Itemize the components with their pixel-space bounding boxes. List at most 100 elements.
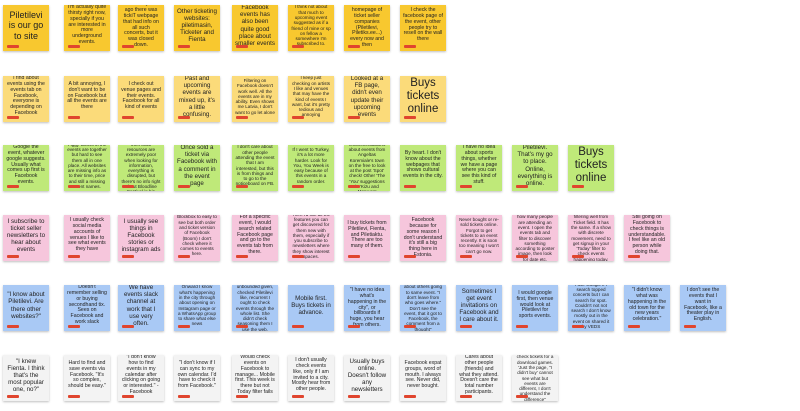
sticky-note[interactable]: Doesn't remember selling or buying secon… [64,285,110,331]
note-tag-icon [516,395,528,398]
sticky-note[interactable]: I don't care about other people attendin… [232,145,278,191]
sticky-note[interactable]: Facebook events has also been quite good… [232,5,278,51]
note-tag-icon [292,325,304,328]
note-tag-icon [68,116,80,119]
sticky-note[interactable]: I think not about that much to upcoming … [288,5,334,51]
sticky-note[interactable]: I usually check social media accounts of… [64,215,110,261]
note-tag-icon [348,45,360,48]
sticky-note-text: Buys tickets online [406,76,440,116]
sticky-note[interactable]: Sometimes I get event invitations on Fac… [456,285,502,331]
sticky-note[interactable]: I don't see the events that I want in Fa… [680,285,726,331]
note-tag-icon [122,185,134,188]
sticky-note[interactable]: Looked at a FB page, didn't even update … [344,76,390,122]
sticky-note[interactable]: I don't care about how many people are a… [512,215,558,261]
sticky-note[interactable]: We have events slack channel at work tha… [118,285,164,331]
sticky-note[interactable]: I check the facebook page of the event, … [400,5,446,51]
sticky-note-text: I don't follow filtering well from Ticke… [571,215,611,261]
sticky-note[interactable]: Mobile first. Buys tickets in advance. [288,285,334,331]
sticky-note[interactable]: Piletilevi. That's my go to place. Onlin… [512,145,558,191]
sticky-note[interactable]: If I went to Turkey, it's a lot more har… [288,145,334,191]
note-tag-icon [572,185,584,188]
sticky-note-text: Piletilevi is our go to site [8,9,44,41]
sticky-note[interactable]: Hard to find and save events via Faceboo… [64,355,110,401]
sticky-note[interactable]: Facebook expat groups, word of mouth. I … [400,355,446,401]
sticky-note[interactable]: I usually see things in Facebook stories… [118,215,164,261]
sticky-note[interactable]: For a specific event, I would search rel… [232,215,278,261]
sticky-note[interactable]: Buys tickets online [400,76,446,122]
sticky-note-text: "I know about Piletilevi. Are there othe… [7,291,45,320]
sticky-note[interactable]: By heart. I don't know about the webpage… [400,145,446,191]
sticky-note-text: Blockbox to easy to see but both order a… [177,215,217,257]
sticky-note[interactable]: "I knew Fienta. I think that's the most … [3,355,49,401]
sticky-note[interactable]: I don't follow filtering well from Ticke… [568,215,614,261]
sticky-note-text: Sometimes get recommendations about even… [348,145,386,191]
sticky-note[interactable]: Google the event, whatever google sugges… [3,145,49,191]
sticky-note[interactable]: Went to Google to check tickets for a do… [512,355,558,401]
sticky-note[interactable]: I use Google if I search topped concerts… [568,285,614,331]
note-tag-icon [236,395,248,398]
sticky-note-text: I think not about that much to upcoming … [291,5,331,47]
sticky-note[interactable]: I check out venue pages and their events… [118,76,164,122]
note-tag-icon [7,45,19,48]
sticky-note[interactable]: Piggy-tickets of the events are together… [64,145,110,191]
note-tag-icon [236,255,248,258]
note-tag-icon [68,45,80,48]
sticky-note[interactable]: Buys tickets online [568,145,614,191]
sticky-note-text: Other ticketing websites: piletimasin, T… [177,7,217,44]
sticky-note[interactable]: I buy tickets from Piletilevi, Fienta, a… [344,215,390,261]
note-tag-icon [7,255,19,258]
sticky-note[interactable]: "I don't know if I can sync to my own ca… [174,355,220,401]
sticky-note-text: Onward I know what's happening in the ci… [177,285,217,327]
sticky-note[interactable]: I check Facebook because for some reason… [400,215,446,261]
note-tag-icon [460,185,472,188]
sticky-note[interactable]: I find about events using the events tab… [3,76,49,122]
sticky-note[interactable]: Past and upcoming events are mixed up, i… [174,76,220,122]
sticky-note[interactable]: It's recommended to me GCOS tour, then l… [118,145,164,191]
sticky-note[interactable]: Filtering on Facebook doesn't work well.… [232,76,278,122]
sticky-note[interactable]: Never bought or re-sold tickets online. … [456,215,502,261]
note-tag-icon [236,45,248,48]
sticky-note-text: For a specific event, I would search rel… [237,215,273,256]
sticky-note-text: It's recommended to me GCOS tour, then l… [121,145,161,191]
sticky-note[interactable]: "I didn't know what was happening in the… [624,285,670,331]
sticky-note[interactable]: Onward I know what's happening in the ci… [174,285,220,331]
sticky-note[interactable]: Would check events on Facebook to manage… [232,355,278,401]
sticky-note[interactable]: Once sold a ticket via Facebook with a c… [174,145,220,191]
note-tag-icon [68,185,80,188]
sticky-note[interactable]: I keep just checking on artists I like a… [288,76,334,122]
sticky-note-text: Went to Google to check tickets for a do… [516,355,554,401]
sticky-note-text: Facebook expat groups, word of mouth. I … [404,359,442,390]
note-tag-icon [348,395,360,398]
sticky-note[interactable]: "I know about Piletilevi. Are there othe… [3,285,49,331]
sticky-note[interactable]: I would google first, then venue would l… [512,285,558,331]
sticky-note[interactable]: Blockbox to easy to see but both order a… [174,215,220,261]
sticky-note[interactable]: Browses the homepage of ticket seller co… [344,5,390,51]
sticky-note-text: Sometimes I get event invitations on Fac… [459,287,499,324]
note-tag-icon [7,185,19,188]
sticky-note[interactable]: A bit annoying, I don't want to be on Fa… [64,76,110,122]
sticky-note-text: I don't care about other people attendin… [235,145,275,187]
sticky-note-text: Would check events on Facebook to manage… [235,355,275,396]
sticky-note[interactable]: Word of mouth. "I have no idea what's ha… [344,285,390,331]
note-tag-icon [122,395,134,398]
sticky-note[interactable]: Other ticketing websites: piletimasin, T… [174,5,220,51]
sticky-note-text: Started to an unbounded given, checked P… [235,285,275,331]
sticky-note[interactable]: Started to an unbounded given, checked P… [232,285,278,331]
sticky-note[interactable]: Sometimes get recommendations about even… [344,145,390,191]
sticky-note[interactable]: Still going on Facebook to check things … [624,215,670,261]
sticky-note-text: Filtering on Facebook doesn't work well.… [235,78,275,115]
sticky-note[interactable]: Doesn't care much about others going to … [400,285,446,331]
sticky-note-text: I buy tickets from Piletilevi, Fienta, a… [347,219,387,250]
sticky-note-text: Hard to find and save events via Faceboo… [68,359,106,390]
sticky-note[interactable]: Then I'd like all the features you can g… [288,215,334,261]
sticky-note[interactable]: Usually buys online. Doesn't follow any … [344,355,390,401]
sticky-note[interactable]: I don't usually check events like, only … [288,355,334,401]
note-tag-icon [292,395,304,398]
sticky-note[interactable]: "I don't know how to find events in my c… [118,355,164,401]
sticky-note[interactable]: I'm actually quite thirsty right now, sp… [64,5,110,51]
sticky-note[interactable]: I have no idea about sports things, whet… [456,145,502,191]
sticky-note[interactable]: Piletilevi is our go to site [3,5,49,51]
sticky-note[interactable]: Cares about other people (friends) and w… [456,355,502,401]
sticky-note[interactable]: I subscribe to ticket seller newsletters… [3,215,49,261]
sticky-note[interactable]: Some 10 years ago there was tickiT webpa… [118,5,164,51]
